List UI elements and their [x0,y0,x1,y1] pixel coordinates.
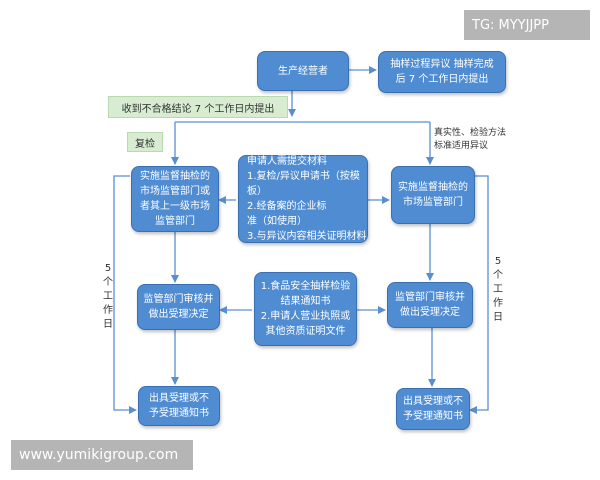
node-docs: 1.食品安全抽样检验 结果通知书 2.申请人营业执照或 其他资质证明文件 [254,272,357,346]
node-right-dept: 实施监督抽检的 市场监管部门 [391,166,475,224]
node-left-notice: 出具受理或不 予受理通知书 [138,386,220,426]
node-producer: 生产经营者 [257,51,349,91]
node-left-dept: 实施监督抽检的 市场监管部门或 者其上一级市场 监管部门 [131,166,219,232]
label-days-left: 5个工作日 [103,263,113,330]
watermark-bottom: www.yumikigroup.com [11,440,193,470]
label-authenticity: 真实性、检验方法 标准适用异议 [434,128,507,151]
node-materials: 申请人需提交材料 1.复检/异议申请书（按模板） 2.经备案的企业标 准（如使用… [238,155,368,243]
node-right-notice: 出具受理或不 予受理通知书 [396,388,470,430]
watermark-top: TG: MYYJJPP [464,10,590,40]
label-recheck: 复检 [127,132,163,152]
node-left-review: 监管部门审核并 做出受理决定 [137,284,220,330]
bracket-left-days [113,175,137,414]
node-objection: 抽样过程异议 抽样完成 后 7 个工作日内提出 [378,51,506,93]
node-right-review: 监管部门审核并 做出受理决定 [387,282,473,328]
bracket-right-days [469,175,489,414]
label-days-right: 5个工作日 [493,256,503,323]
banner-deadline: 收到不合格结论 7 个工作日内提出 [108,96,288,118]
